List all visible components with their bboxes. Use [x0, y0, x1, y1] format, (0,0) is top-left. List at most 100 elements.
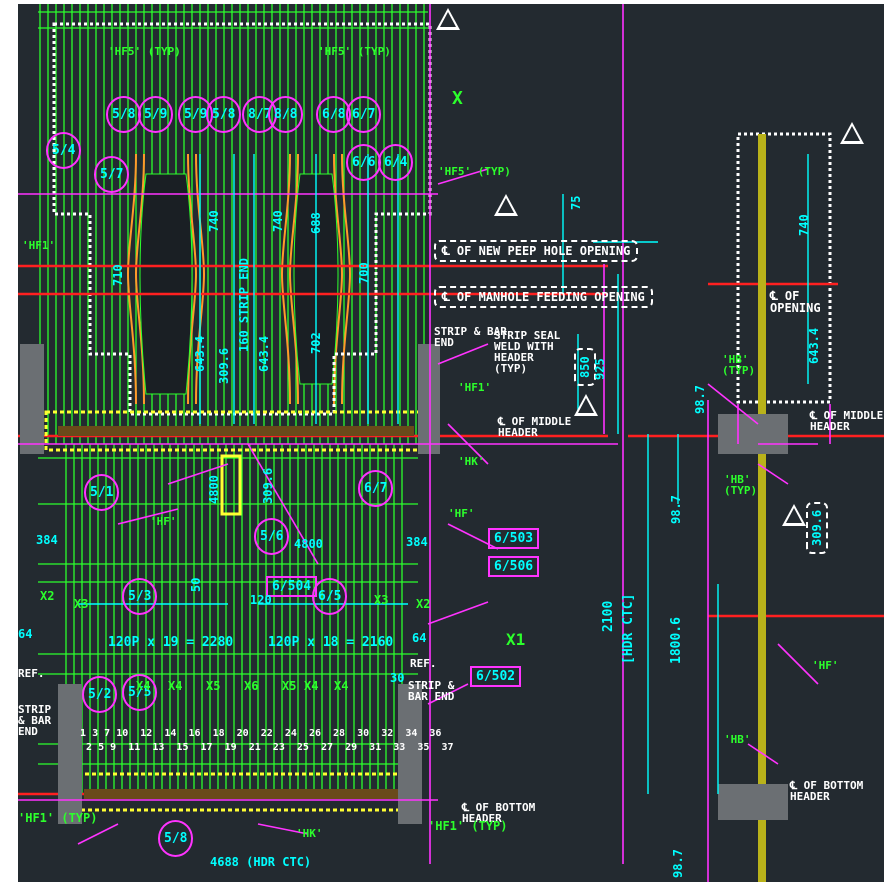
leader-lines: [18, 4, 831, 882]
dim-30: 30: [390, 671, 405, 685]
tube-label: 5/9: [138, 96, 174, 133]
detail-tag: 'HK': [296, 827, 323, 840]
dim-4800: 4800: [294, 537, 323, 551]
ref-label: REF.: [410, 657, 437, 670]
strip-seal-callout: STRIP SEAL WELD WITH HEADER (TYP): [494, 329, 561, 375]
tube-label: 5/1: [84, 474, 120, 511]
manhole-callout: ℄ OF MANHOLE FEEDING OPENING: [434, 286, 653, 308]
upper-tube-field: [39, 4, 425, 444]
section-mark: X5: [282, 679, 297, 693]
section-mark: X5: [206, 679, 221, 693]
section-mark: X4: [168, 679, 183, 693]
tube-number: 7: [104, 728, 111, 739]
dim-688: 688: [309, 212, 323, 234]
dim-740: 740: [797, 214, 811, 236]
tube-number: 36: [429, 728, 442, 739]
tube-number: 5: [98, 742, 105, 753]
dim-75: 75: [569, 195, 583, 210]
pitch-right: 120P x 18 = 2160: [268, 635, 394, 650]
tube-label: 5/8: [206, 96, 242, 133]
dim-64: 64: [412, 631, 427, 645]
strip-bar-end-callout: STRIP & BAR END: [408, 679, 455, 703]
revision-triangle: [574, 394, 598, 416]
tube-number: 37: [441, 742, 454, 753]
dim-64: 64: [18, 627, 33, 641]
tube-number: 12: [140, 728, 153, 739]
middle-header-right-callout: ℄ OF MIDDLE HEADER: [810, 409, 884, 433]
ref-box-6-502[interactable]: 6/502: [470, 666, 522, 687]
ref-box-6-503[interactable]: 6/503: [488, 528, 540, 549]
detail-tag: 'HF1': [22, 239, 56, 252]
dim-702: 702: [309, 332, 323, 354]
revision-triangle: [840, 122, 864, 144]
dim-710: 710: [111, 264, 125, 286]
tube-label: 6/7: [346, 96, 382, 133]
tube-number: 31: [369, 742, 382, 753]
detail-tag: 'HF5' (TYP): [438, 165, 511, 178]
detail-tag: 'HB' (TYP): [724, 473, 758, 497]
dim-643: 643.4: [807, 327, 821, 364]
tube-label: 5/3: [122, 578, 158, 615]
section-mark: X4: [334, 679, 349, 693]
left-opening-bends: [126, 153, 352, 405]
pitch-left: 120P x 19 = 2280: [108, 635, 234, 650]
tube-number: 13: [152, 742, 165, 753]
dim-hdr-ctc-bottom: 4688 (HDR CTC): [210, 855, 312, 869]
tube-number: 29: [345, 742, 358, 753]
tube-number: 16: [188, 728, 201, 739]
tube-label: 6/7: [358, 470, 394, 507]
middle-header-callout: ℄ OF MIDDLE HEADER: [498, 415, 572, 439]
tube-number: 15: [176, 742, 189, 753]
tube-label: 5/8: [158, 820, 194, 857]
detail-tag: 'HK': [458, 455, 485, 468]
tube-number: 33: [393, 742, 406, 753]
tube-number: 35: [417, 742, 430, 753]
peep-hole-callout: ℄ OF NEW PEEP HOLE OPENING: [434, 240, 639, 262]
revision-triangle: [436, 8, 460, 30]
section-mark: X2: [40, 589, 55, 603]
tube-number: 9: [110, 742, 117, 753]
detail-tag: 'HF': [150, 515, 177, 528]
dim-1800: 1800.6: [669, 617, 684, 664]
section-mark-x: X: [452, 88, 463, 109]
bottom-header-callout: ℄ OF BOTTOM HEADER: [462, 801, 536, 825]
dim-384: 384: [406, 535, 428, 549]
revision-triangle: [782, 504, 806, 526]
ref-box-6-504[interactable]: 6/504: [266, 576, 318, 597]
revision-triangle: [494, 194, 518, 216]
tube-number: 17: [200, 742, 213, 753]
dim-384: 384: [36, 533, 58, 547]
tube-number: 25: [296, 742, 309, 753]
section-mark: X4: [136, 679, 151, 693]
tube-number: 11: [128, 742, 141, 753]
tube-number: 1: [80, 728, 87, 739]
tube-label: 5/2: [82, 676, 118, 713]
tube-number: 20: [236, 728, 249, 739]
tube-number: 22: [260, 728, 273, 739]
detail-tag: 'HF1' (TYP): [428, 819, 508, 833]
tube-label: 5/4: [46, 132, 82, 169]
detail-tag: 'HB' (TYP): [722, 353, 756, 377]
dim-309: 309.6: [261, 467, 275, 504]
bottom-header-right-callout: ℄ OF BOTTOM HEADER: [790, 779, 864, 803]
tube-number: 19: [224, 742, 237, 753]
ref-label: REF.: [18, 667, 45, 680]
tube-number: 27: [320, 742, 334, 753]
dim-643: 643.4: [193, 335, 207, 372]
dim-700: 700: [357, 262, 371, 284]
tube-number: 21: [248, 742, 261, 753]
dim-4800: 4800: [207, 475, 221, 504]
dim-strip-end: 160 STRIP END: [237, 258, 251, 352]
tube-number: 23: [272, 742, 285, 753]
dim-740: 740: [271, 210, 285, 232]
dim-925: 925: [593, 358, 607, 380]
ref-box-6-506[interactable]: 6/506: [488, 556, 540, 577]
tube-number: 14: [164, 728, 177, 739]
dim-740: 740: [207, 210, 221, 232]
tube-label: 5/7: [94, 156, 130, 193]
tube-number: 10: [116, 728, 129, 739]
detail-tag: 'HF5' (TYP): [108, 45, 181, 58]
section-mark: X3: [74, 597, 89, 611]
strip-bar-end-callout: STRIP & BAR END: [18, 703, 52, 738]
